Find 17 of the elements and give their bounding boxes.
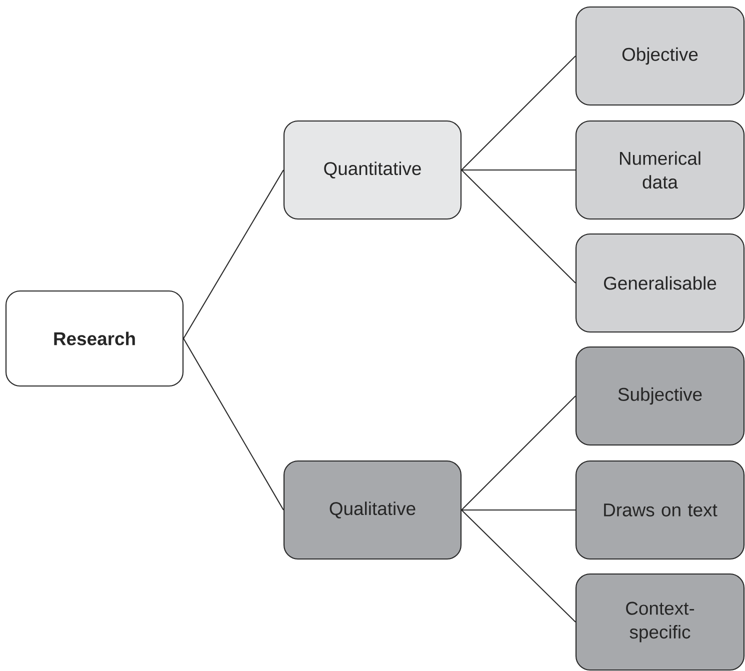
connector-line bbox=[462, 509, 576, 511]
leaf-box: Generalisable bbox=[575, 233, 745, 333]
connector-line bbox=[183, 338, 284, 510]
leaf-box: Subjective bbox=[575, 346, 745, 446]
connector-line bbox=[462, 169, 576, 171]
connector-line bbox=[461, 396, 576, 510]
connector-line bbox=[461, 56, 576, 170]
leaf-box: Draws on text bbox=[575, 460, 745, 560]
leaf-box: Objective bbox=[575, 6, 745, 106]
connector-line bbox=[183, 170, 284, 339]
connector-line bbox=[461, 170, 576, 284]
leaf-box: Context-specific bbox=[575, 573, 745, 671]
leaf-box: Numerical data bbox=[575, 120, 745, 220]
connector-line bbox=[461, 510, 576, 622]
category-box: Quantitative bbox=[283, 120, 462, 220]
category-box: Qualitative bbox=[283, 460, 462, 560]
root-box: Research bbox=[5, 290, 184, 387]
